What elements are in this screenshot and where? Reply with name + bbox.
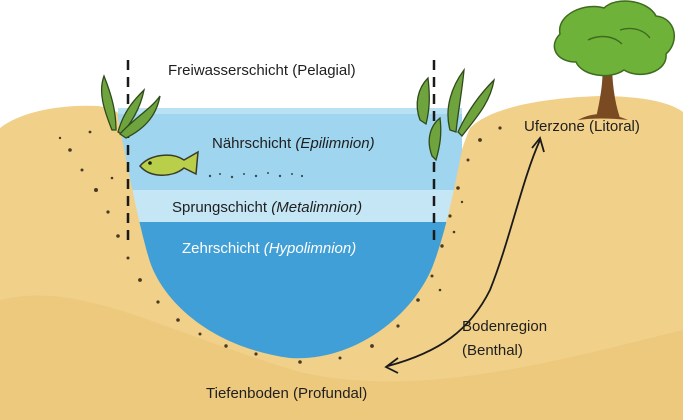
label-hypolimnion: Zehrschicht (Hypolimnion) [182, 240, 356, 258]
label-profundal: Tiefenboden (Profundal) [206, 385, 367, 403]
label-epilimnion-term: (Epilimnion) [295, 135, 374, 152]
label-metalimnion-prefix: Sprungschicht [172, 199, 271, 216]
label-metalimnion-term: (Metalimnion) [271, 199, 362, 216]
label-litoral: Uferzone (Litoral) [524, 118, 640, 136]
label-hypolimnion-prefix: Zehrschicht [182, 240, 264, 257]
label-pelagial: Freiwasserschicht (Pelagial) [168, 62, 356, 80]
label-epilimnion: Nährschicht (Epilimnion) [212, 135, 375, 153]
label-epilimnion-prefix: Nährschicht [212, 135, 295, 152]
label-benthal-line2: (Benthal) [462, 342, 523, 360]
label-metalimnion: Sprungschicht (Metalimnion) [172, 199, 362, 217]
label-benthal-line1: Bodenregion [462, 318, 547, 336]
label-hypolimnion-term: (Hypolimnion) [264, 240, 357, 257]
